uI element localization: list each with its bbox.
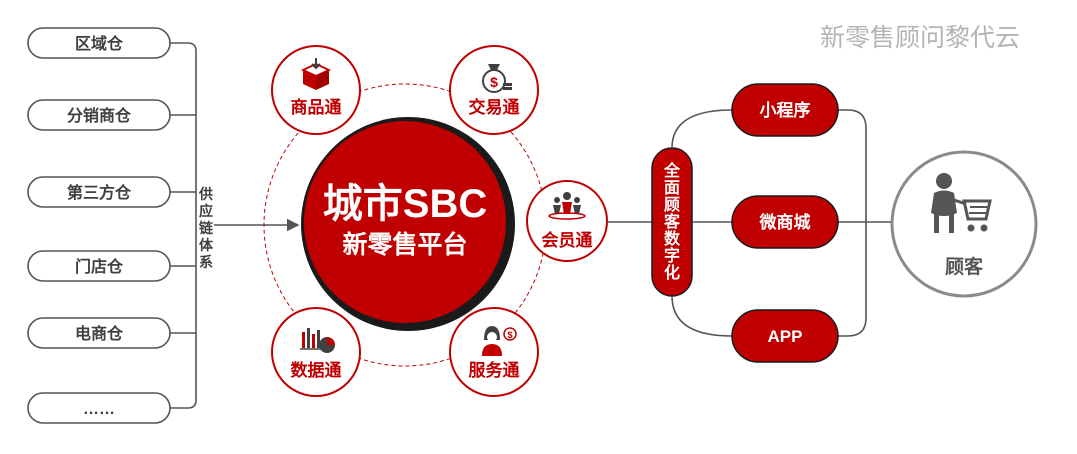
channel-label: APP xyxy=(768,327,803,346)
warehouse-label: 门店仓 xyxy=(75,257,124,276)
warehouse-item: 门店仓 xyxy=(27,250,171,282)
module-trade: $ 交易通 xyxy=(449,45,539,135)
module-service: $ 服务通 xyxy=(449,307,539,397)
svg-text:$: $ xyxy=(490,74,498,90)
data-chart-icon xyxy=(300,328,335,353)
supply-chain-char: 应 xyxy=(199,203,213,219)
warehouse-item: 电商仓 xyxy=(27,317,171,349)
digital-char: 化 xyxy=(664,263,680,282)
warehouse-item: 分销商仓 xyxy=(27,99,171,131)
warehouse-label: 分销商仓 xyxy=(67,106,132,125)
digital-char: 客 xyxy=(664,212,681,231)
platform-title: 城市SBC xyxy=(323,182,487,226)
digital-label: 全 面 顾 客 数 字 化 xyxy=(663,161,681,282)
digital-char: 字 xyxy=(664,246,680,265)
warehouse-item: …… xyxy=(27,392,171,424)
supply-chain-char: 体 xyxy=(199,237,214,253)
svg-text:$: $ xyxy=(507,330,512,340)
channel-item: APP xyxy=(731,309,839,363)
warehouse-list: 区域仓 分销商仓 第三方仓 门店仓 电商仓 …… xyxy=(27,27,171,424)
customer-node: 顾客 xyxy=(890,150,1038,298)
supply-chain-char: 供 xyxy=(198,186,213,202)
module-label: 交易通 xyxy=(469,97,520,117)
warehouse-label: …… xyxy=(83,401,115,418)
channel-label: 小程序 xyxy=(760,100,811,120)
platform-subtitle: 新零售平台 xyxy=(342,230,467,259)
module-label: 数据通 xyxy=(291,360,342,380)
product-box-icon xyxy=(300,58,332,90)
module-product: 商品通 xyxy=(271,45,361,135)
service-agent-icon: $ xyxy=(482,326,517,356)
channel-connectors xyxy=(671,109,892,337)
money-bag-icon: $ xyxy=(482,64,512,93)
digital-char: 面 xyxy=(664,179,680,197)
module-label: 商品通 xyxy=(291,97,342,117)
supply-chain-label: 供 应 链 体 系 xyxy=(198,186,214,270)
warehouse-label: 电商仓 xyxy=(75,324,124,343)
members-icon xyxy=(548,192,586,220)
customer-label: 顾客 xyxy=(945,255,984,278)
supply-chain-char: 链 xyxy=(199,220,214,236)
platform-core xyxy=(304,121,506,323)
watermark: 新零售顾问黎代云 xyxy=(820,23,1020,52)
supply-chain-char: 系 xyxy=(199,254,213,270)
module-members: 会员通 xyxy=(526,180,608,262)
supply-chain-bracket xyxy=(170,42,197,409)
module-label: 服务通 xyxy=(469,360,520,380)
digital-char: 数 xyxy=(664,229,681,248)
warehouse-label: 第三方仓 xyxy=(67,183,132,202)
warehouse-item: 第三方仓 xyxy=(27,176,171,208)
warehouse-item: 区域仓 xyxy=(27,27,171,59)
digital-char: 顾 xyxy=(664,196,680,214)
shopper-cart-icon xyxy=(931,173,992,233)
module-data: 数据通 xyxy=(271,307,361,397)
warehouse-label: 区域仓 xyxy=(75,34,124,53)
channel-item: 小程序 xyxy=(731,83,839,137)
digital-char: 全 xyxy=(663,161,681,180)
channel-label: 微商城 xyxy=(759,212,811,232)
channel-item: 微商城 xyxy=(731,195,839,249)
module-label: 会员通 xyxy=(542,230,593,250)
